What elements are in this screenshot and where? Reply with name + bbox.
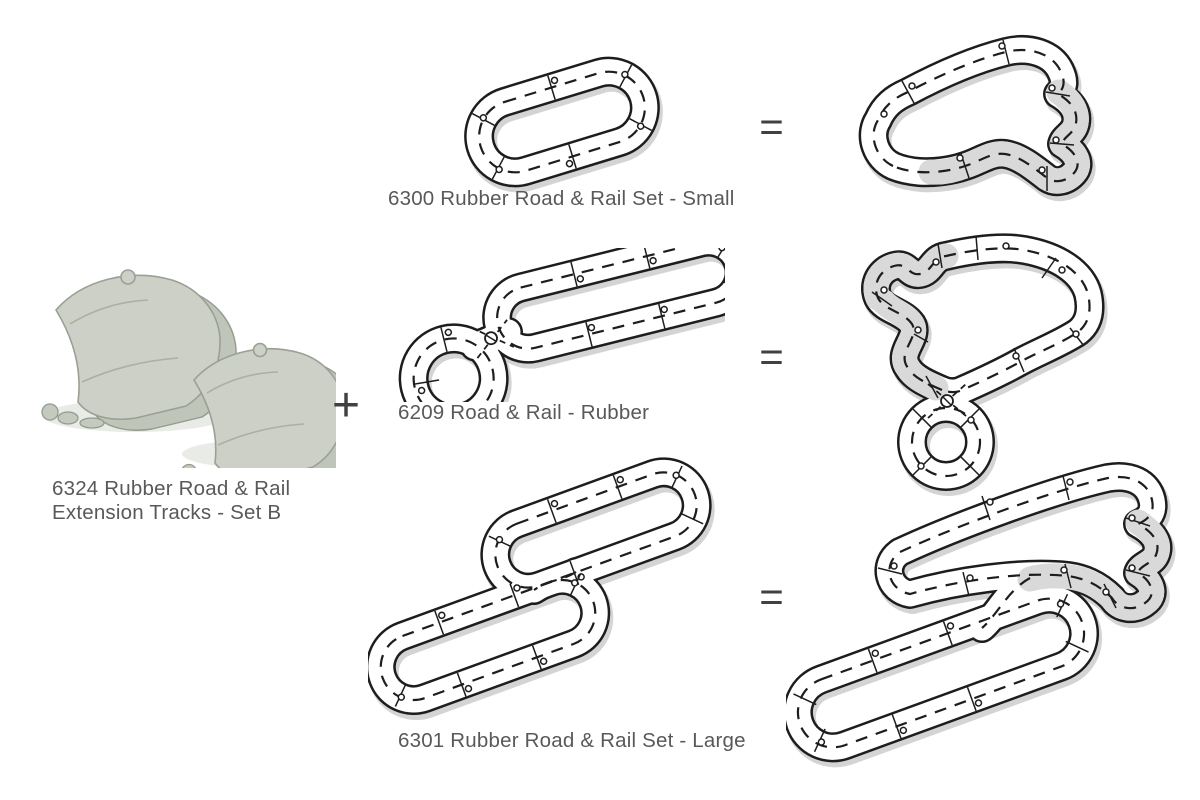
result-diagram-small	[858, 35, 1096, 202]
product-photo-6324	[41, 269, 336, 468]
plus-icon: +	[331, 378, 361, 432]
equals-icon: =	[759, 333, 784, 380]
set-label-6301: 6301 Rubber Road & Rail Set - Large	[398, 729, 746, 752]
equals-icon: =	[759, 573, 784, 620]
product-label-line1: 6324 Rubber Road & Rail	[52, 477, 291, 500]
set-label-6209: 6209 Road & Rail - Rubber	[398, 401, 650, 424]
set-label-6300: 6300 Rubber Road & Rail Set - Small	[388, 187, 735, 210]
product-label-line2: Extension Tracks - Set B	[52, 501, 282, 524]
product-label: 6324 Rubber Road & Rail Extension Tracks…	[52, 477, 290, 525]
result-diagram-large	[786, 462, 1176, 768]
track-diagram-6209	[398, 248, 725, 402]
result-diagram-medium	[861, 233, 1108, 496]
equals-icon: =	[759, 103, 784, 150]
track-diagram-6301	[368, 457, 715, 721]
track-diagram-6300	[464, 56, 663, 193]
